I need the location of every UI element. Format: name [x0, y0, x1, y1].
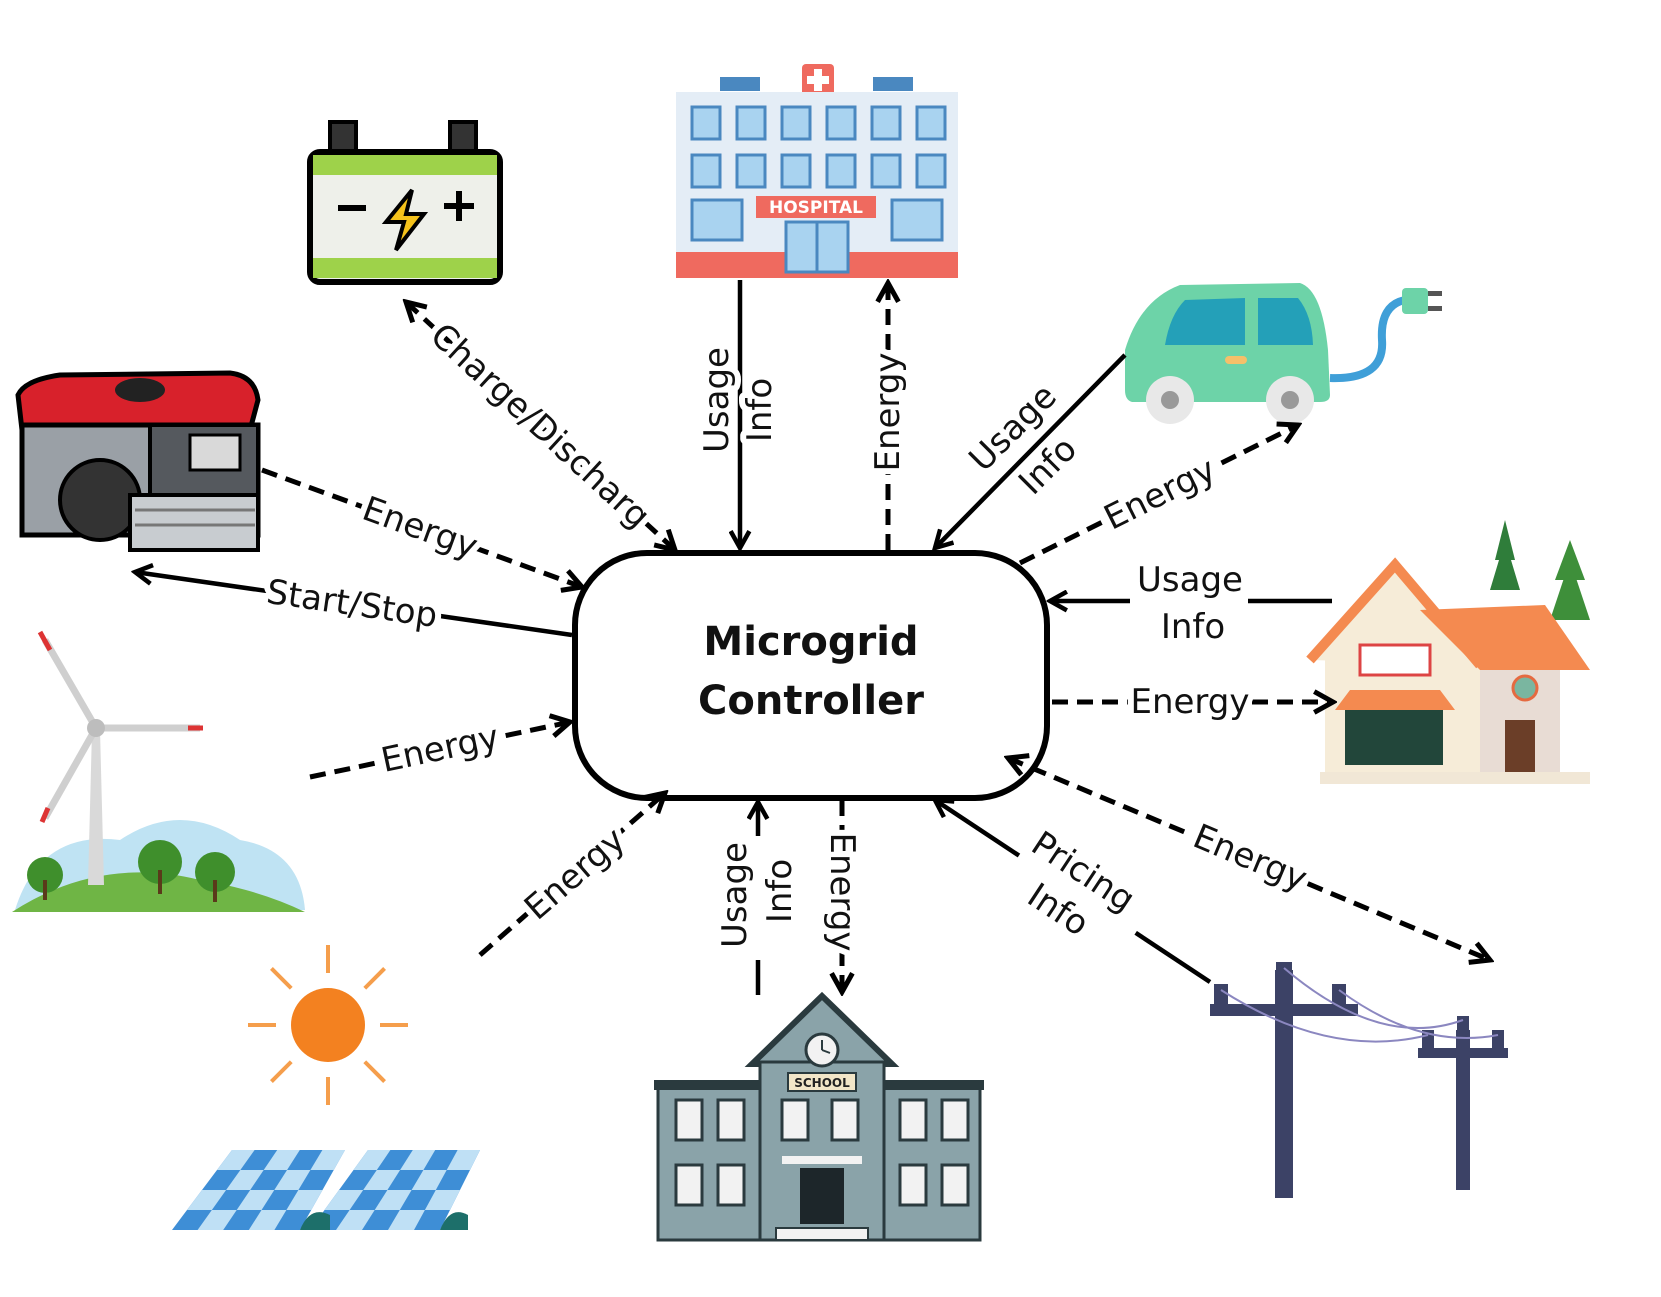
solar-energy-arrow [478, 793, 665, 957]
generator-energy-arrow [261, 467, 582, 587]
power-pole-icon [1210, 962, 1508, 1198]
label-grid-energy: Energy [1187, 817, 1312, 900]
label-solar-energy: Energy [517, 820, 633, 928]
wind-turbine-icon [12, 630, 305, 912]
controller-title-line2: Controller [698, 678, 924, 724]
label-generator-energy: Energy [357, 489, 483, 567]
label-house-energy: Energy [1130, 682, 1249, 722]
sun-icon [248, 945, 408, 1105]
generator-icon [15, 370, 261, 552]
hospital-sign: HOSPITAL [769, 198, 863, 218]
grid-energy-arrow [1008, 758, 1490, 960]
microgrid-controller [572, 550, 1050, 801]
label-hospital-energy: Energy [868, 352, 908, 471]
battery-charge-arrow [406, 302, 675, 550]
wind-energy-arrow [309, 722, 570, 780]
label-hospital-info: Info [740, 378, 780, 442]
hospital-icon: HOSPITAL [676, 64, 958, 278]
start-stop-arrow [135, 572, 573, 638]
label-hospital-usage: Usage [697, 347, 737, 453]
label-house-info: Info [1161, 607, 1225, 647]
battery-icon [307, 120, 503, 285]
label-wind-energy: Energy [378, 717, 503, 781]
label-school-info: Info [760, 859, 800, 923]
label-ev-energy: Energy [1098, 450, 1222, 539]
electric-car-icon [1125, 283, 1442, 424]
school-sign: SCHOOL [794, 1076, 850, 1090]
label-start-stop: Start/Stop [264, 572, 440, 636]
ev-usage-arrow [935, 353, 1127, 548]
ev-energy-arrow [1018, 425, 1298, 566]
label-house-usage: Usage [1137, 560, 1243, 600]
label-school-energy: Energy [822, 832, 862, 951]
controller-title-line1: Microgrid [703, 619, 918, 665]
house-icon [1306, 520, 1590, 784]
school-icon: SCHOOL [654, 991, 984, 1242]
label-school-usage: Usage [715, 842, 755, 948]
solar-panel-icon [172, 1150, 480, 1230]
label-charge-discharge: Charge/Discharg [422, 316, 657, 537]
